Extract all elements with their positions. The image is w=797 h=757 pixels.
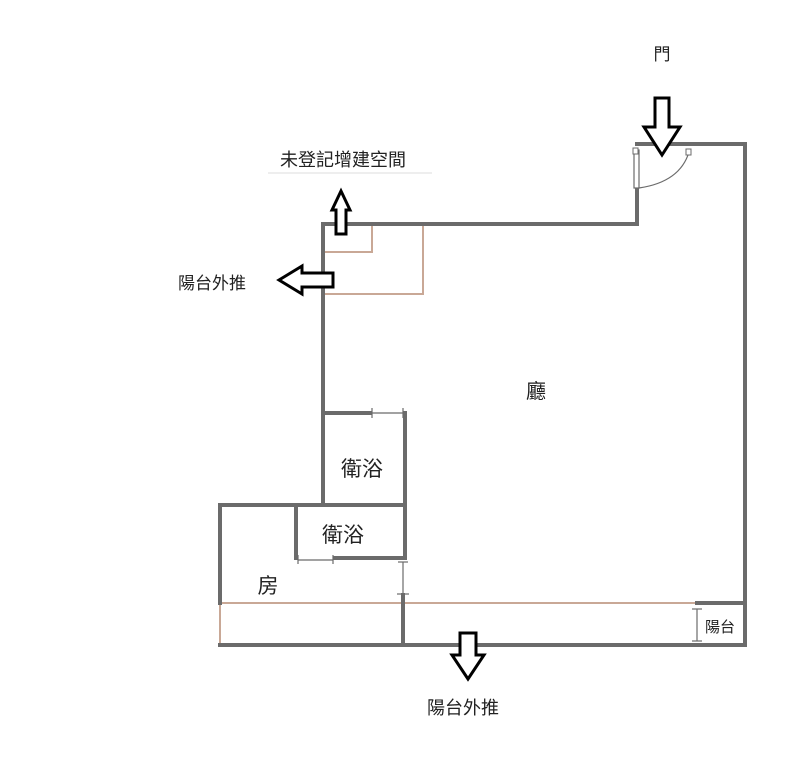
entrance-door-jamb (685, 148, 692, 156)
balcony-label: 陽台 (705, 618, 735, 636)
door-arrow-down-icon (641, 96, 683, 158)
balcony-arrow-down-icon (449, 631, 487, 682)
bathroom-lower-label: 衛浴 (322, 523, 364, 547)
extension-arrow-up-icon (329, 187, 353, 236)
living-room-label: 廳 (526, 379, 546, 403)
bathroom-upper-label: 衛浴 (341, 457, 383, 481)
room-label: 房 (258, 574, 279, 598)
balcony-extension-left-label: 陽台外推 (178, 274, 246, 294)
entrance-door-panel (633, 149, 640, 189)
extension-outline-small (325, 226, 373, 253)
extension-outline-large (325, 226, 424, 295)
unregistered-space-label: 未登記增建空間 (280, 150, 406, 171)
entrance-door-swing (638, 151, 690, 189)
balcony-arrow-left-icon (276, 263, 335, 297)
entrance-door-hinge (632, 147, 639, 155)
balcony-extension-bottom-label: 陽台外推 (427, 698, 499, 719)
door-label: 門 (654, 45, 671, 65)
